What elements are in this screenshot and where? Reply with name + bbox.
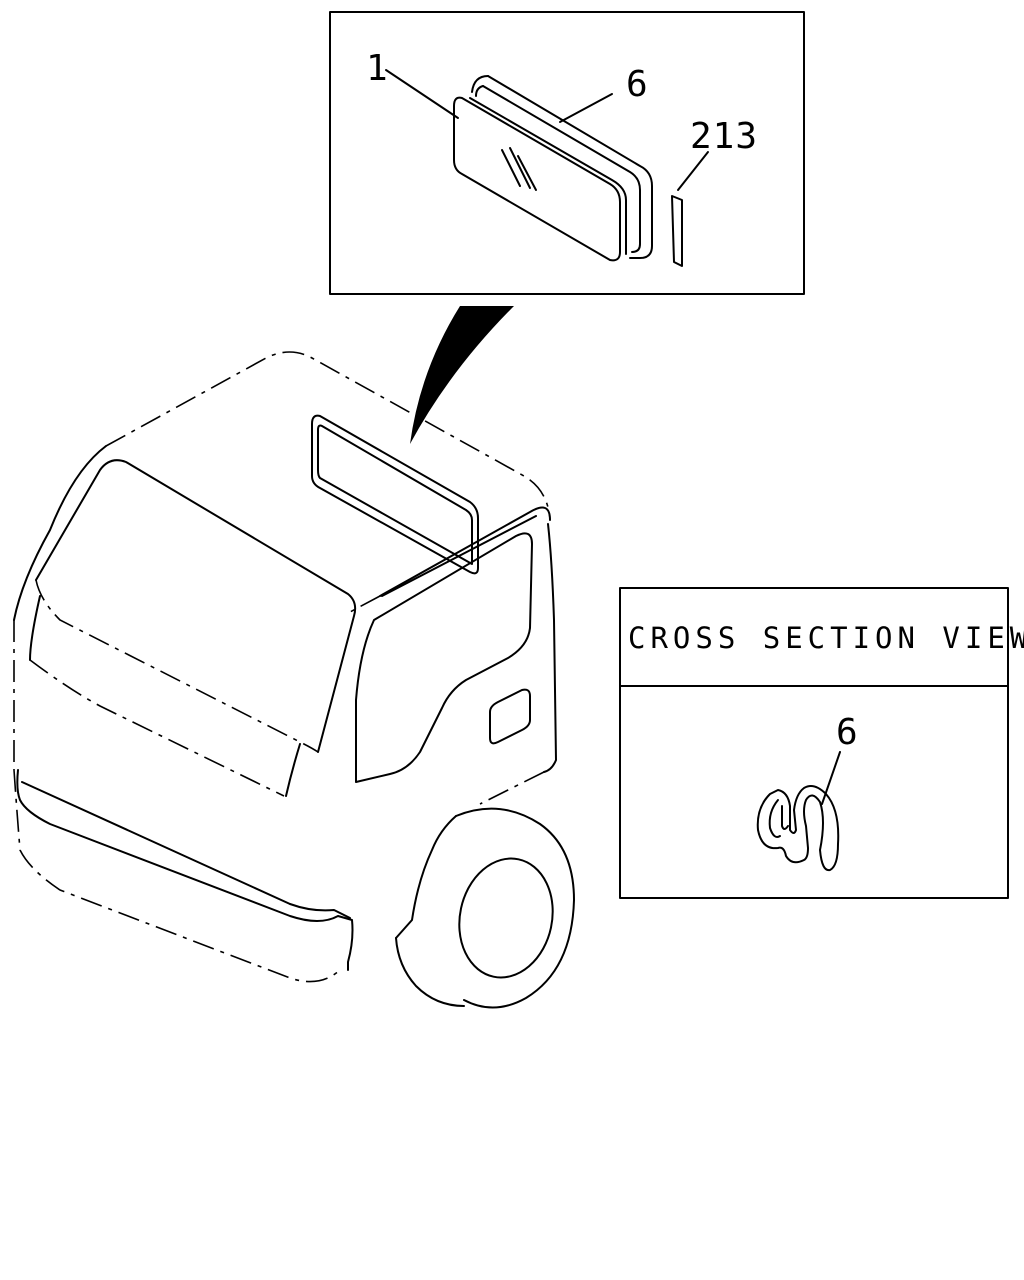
callout-part-213: 213 [690,116,758,157]
weatherstrip-profile [756,785,840,872]
cross-section-frame [619,587,1009,899]
cross-section-view: CROSS SECTION VIEW 6 [619,587,1024,899]
detail-inset-frame [329,11,805,295]
truck-cab-illustration [13,351,575,1009]
part-213 [671,195,683,267]
callout-glass: 1 [366,48,389,89]
cross-section-title: CROSS SECTION VIEW [628,621,1024,655]
detail-pointer [410,306,514,444]
weatherstrip-part [471,75,653,259]
callout-section-weatherstrip: 6 [836,712,859,753]
glass-part [453,96,627,262]
detail-inset: 1 6 213 [329,11,805,295]
callout-weatherstrip: 6 [626,64,649,105]
